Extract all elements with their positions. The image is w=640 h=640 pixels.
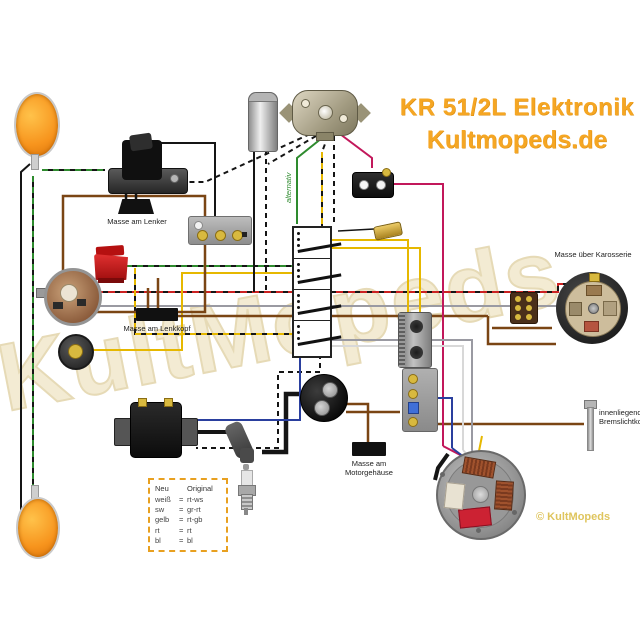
legend-row: bl=bl <box>155 535 193 545</box>
spark-plug-cap <box>223 419 260 464</box>
pilot-lamp-socket <box>58 334 94 370</box>
engine-ground <box>352 442 386 456</box>
stator-coil-white-icon <box>443 482 466 510</box>
terminal-screw-icon <box>408 417 418 427</box>
switch-lever-icon <box>128 132 154 152</box>
switch-section <box>294 321 342 351</box>
body-ground-label: Masse über Karosserie <box>554 250 632 259</box>
rear-turn-signal-lamp <box>16 485 60 559</box>
ignition-lock <box>300 374 348 422</box>
terminal-screw-icon <box>197 230 208 241</box>
magneto-stator-plate <box>436 450 526 540</box>
terminal-screw-icon <box>408 389 418 399</box>
legend-row: gelb=rt-gb <box>155 515 203 525</box>
legend-row: weiß=rt-ws <box>155 495 204 505</box>
tail-light <box>556 272 628 344</box>
copyright-text: © KultMopeds <box>536 511 611 523</box>
handlebar-ground-connector <box>118 199 154 214</box>
terminal-strip <box>402 368 438 432</box>
terminal-screw-icon <box>408 374 418 384</box>
headlight-bulb-socket <box>36 268 102 326</box>
front-turn-signal-lamp <box>14 92 60 170</box>
spark-plug <box>236 464 256 516</box>
kill-switch-red <box>92 244 130 286</box>
wire-color-legend: Neu Original weiß=rt-ws sw=gr-rt gelb=rt… <box>148 478 228 552</box>
steering-head-ground <box>136 308 178 321</box>
stator-coil-red-icon <box>458 506 492 529</box>
switch-section <box>294 228 342 259</box>
legend-col-neu: Neu <box>155 484 169 493</box>
flasher-relay-cylinder <box>248 92 278 152</box>
legend-col-original: Original <box>187 484 213 493</box>
wire-group <box>20 133 586 513</box>
title-line1: KR 51/2L Elektronik <box>399 94 635 121</box>
brake-light-contact-pin <box>584 400 597 451</box>
alternativ-note: alternativ <box>284 172 293 204</box>
turn-signal-lens-icon <box>14 92 60 158</box>
legend-row: sw=gr-rt <box>155 505 201 515</box>
dimmer-switch <box>106 132 190 196</box>
main-switch-assembly <box>292 226 342 358</box>
title-line2: Kultmopeds.de <box>426 126 608 154</box>
switch-section <box>294 259 342 290</box>
legend-row: rt=rt <box>155 525 192 535</box>
page-title: KR 51/2L Elektronik Kultmopeds.de <box>398 94 636 155</box>
junction-block <box>398 312 432 368</box>
engine-ground-label: Masse am Motorgehäuse <box>345 459 393 477</box>
brake-light-switch <box>352 168 394 200</box>
switch-section <box>294 290 342 321</box>
brake-light-contact-label: innenliegender Bremslichtkontakt <box>599 408 640 426</box>
three-pole-connector <box>510 292 538 324</box>
fuse <box>372 221 404 241</box>
ignition-coil <box>114 398 198 458</box>
terminal-screw-icon <box>215 230 226 241</box>
horn <box>279 90 371 141</box>
turn-signal-lens-icon <box>16 497 60 559</box>
stator-coil-copper-icon <box>494 480 514 511</box>
headlight-terminal-strip <box>188 216 252 245</box>
handlebar-ground-label: Masse am Lenker <box>107 217 167 226</box>
steering-head-ground-label: Masse am Lenkkopf <box>123 324 191 333</box>
